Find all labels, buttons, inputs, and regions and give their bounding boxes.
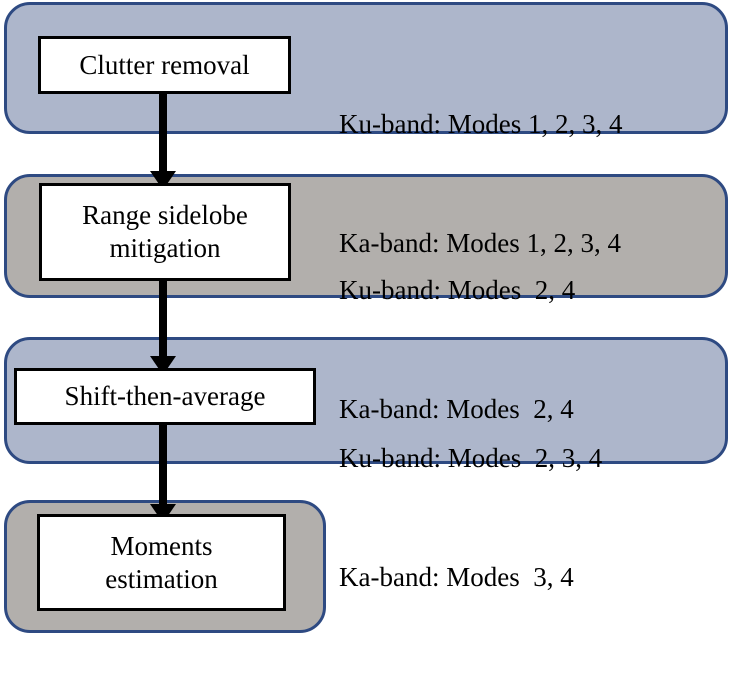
arrow-clutter-removal-to-range-sidelobe-mitigation: [150, 92, 176, 190]
note-line-ka-band: Ka-band: Modes 3, 4: [339, 562, 574, 593]
process-box-clutter-removal: Clutter removal: [38, 36, 291, 94]
stage-notes-clutter-removal: Ku-band: Modes 1, 2, 3, 4 Ka-band: Modes…: [339, 26, 622, 344]
process-box-shift-then-average: Shift-then-average: [14, 368, 316, 425]
stage-notes-shift-then-average: Ku-band: Modes 2, 3, 4 Ka-band: Modes 3,…: [339, 360, 602, 678]
arrow-shaft: [159, 92, 167, 171]
arrow-shift-then-average-to-moments-estimation: [150, 423, 176, 523]
note-line-ka-band: Ka-band: Modes 2, 4: [339, 394, 574, 425]
processing-chain-diagram: Clutter removal Ku-band: Modes 1, 2, 3, …: [4, 2, 728, 633]
arrow-shaft: [159, 279, 167, 356]
note-line-ku-band: Ku-band: Modes 2, 4: [339, 275, 576, 306]
stage-notes-range-sidelobe-mitigation: Ku-band: Modes 2, 4 Ka-band: Modes 2, 4: [339, 192, 575, 510]
arrow-range-sidelobe-mitigation-to-shift-then-average: [150, 279, 176, 375]
note-line-ku-band: Ku-band: Modes 2, 3, 4: [339, 443, 603, 474]
arrow-shaft: [159, 423, 167, 504]
note-line-ku-band: Ku-band: Modes 1, 2, 3, 4: [339, 109, 623, 140]
process-box-label: Shift-then-average: [64, 381, 266, 412]
note-line-ka-band: Ka-band: Modes 1, 2, 3, 4: [339, 228, 621, 259]
process-box-label: Clutter removal: [79, 49, 250, 80]
